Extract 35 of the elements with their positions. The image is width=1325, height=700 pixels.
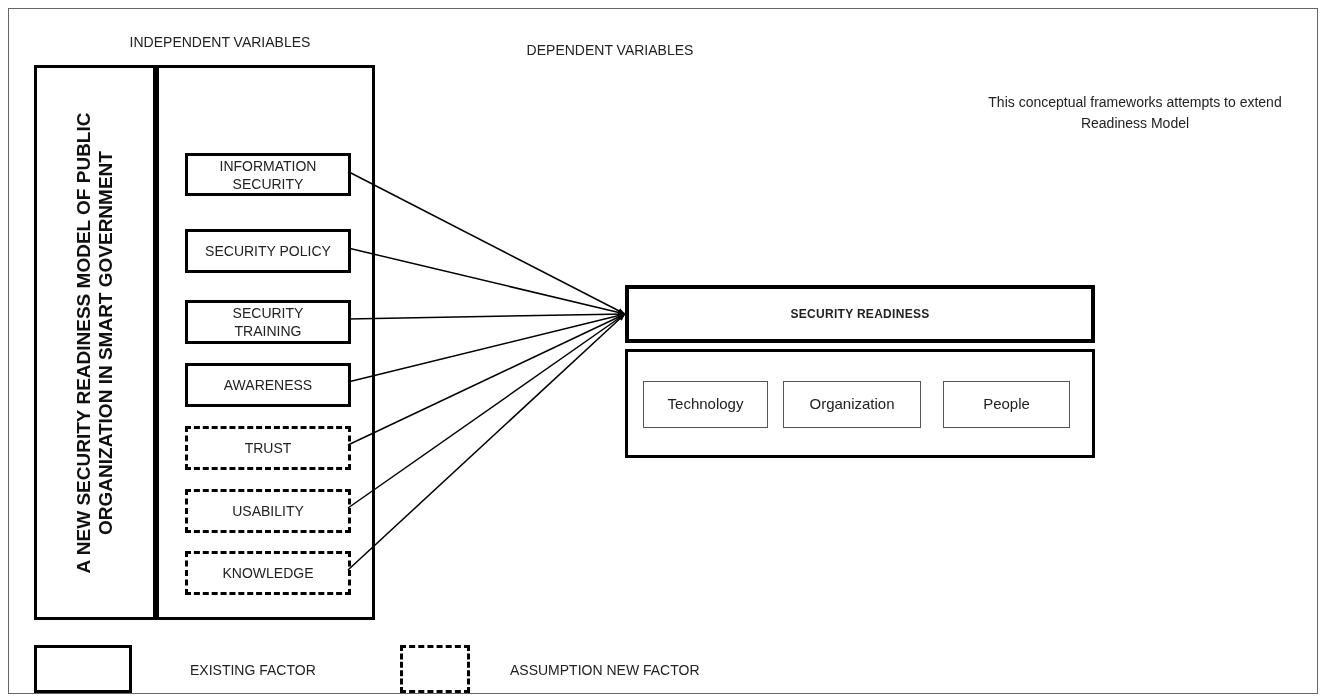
legend-label: ASSUMPTION NEW FACTOR: [510, 661, 700, 680]
outcome-box: [625, 285, 1095, 343]
factor-box: [185, 153, 351, 196]
arrow: [347, 313, 626, 571]
node-label: USABILITY: [231, 502, 305, 520]
new-factor-box: [185, 489, 351, 533]
container-box: [625, 349, 1095, 458]
arrow: [347, 170, 626, 315]
node-label: SECURITY READINESS: [789, 306, 931, 323]
arrow: [347, 313, 626, 446]
node-label: TRUST: [243, 439, 293, 457]
new-factor-box: [185, 426, 351, 470]
new-factor-box: [185, 551, 351, 595]
node-label: KNOWLEDGE: [221, 564, 315, 582]
factor-box: [185, 300, 351, 344]
node-label: SECURITY POLICY: [204, 242, 332, 260]
element-box: [783, 381, 921, 428]
factor-box: [185, 229, 351, 273]
node-label: INFORMATION SECURITY: [218, 156, 318, 193]
arrow: [347, 247, 626, 316]
title-panel: [34, 65, 156, 620]
vertical-title: A NEW SECURITY READINESS MODEL OF PUBLIC ORGANIZATION IN SMART GOVERNMENT: [73, 111, 117, 575]
node-label: AWARENESS: [222, 376, 314, 394]
node-label: Organization: [808, 394, 896, 415]
element-box: [943, 381, 1070, 428]
text-label: DEPENDENT VARIABLES: [525, 41, 695, 60]
legend-label: EXISTING FACTOR: [190, 661, 316, 680]
text-label: This conceptual frameworks attempts to extend Readiness Model: [987, 93, 1283, 133]
text-label: INDEPENDENT VARIABLES: [128, 33, 312, 52]
factor-box: [185, 363, 351, 407]
node-label: People: [982, 394, 1031, 415]
container-box: [156, 65, 375, 620]
node-label: SECURITY TRAINING: [231, 304, 305, 340]
node-label: Technology: [666, 394, 745, 415]
element-box: [643, 381, 768, 428]
